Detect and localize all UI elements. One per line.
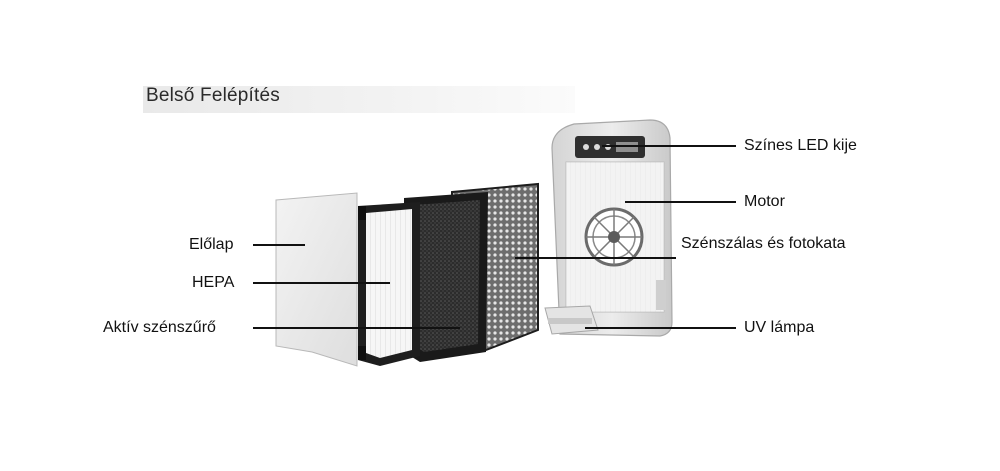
uv-lamp [544, 305, 599, 335]
leader-lines [253, 145, 736, 329]
label-activated-carbon: Aktív szénszűrő [103, 319, 216, 336]
page-title: Belső Felépítés [146, 85, 280, 106]
purifier-body [551, 119, 673, 337]
label-motor: Motor [744, 193, 785, 210]
front-panel [275, 192, 358, 367]
label-front-panel: Előlap [189, 236, 234, 253]
fan-motor [584, 207, 644, 267]
label-uv-lamp: UV lámpa [744, 319, 815, 336]
label-carbon-fiber: Szénszálas és fotokata [681, 235, 846, 252]
title-bar [143, 86, 575, 113]
label-led-display: Színes LED kije [744, 137, 857, 154]
activated-carbon-filter [404, 192, 488, 362]
label-hepa: HEPA [192, 274, 235, 291]
